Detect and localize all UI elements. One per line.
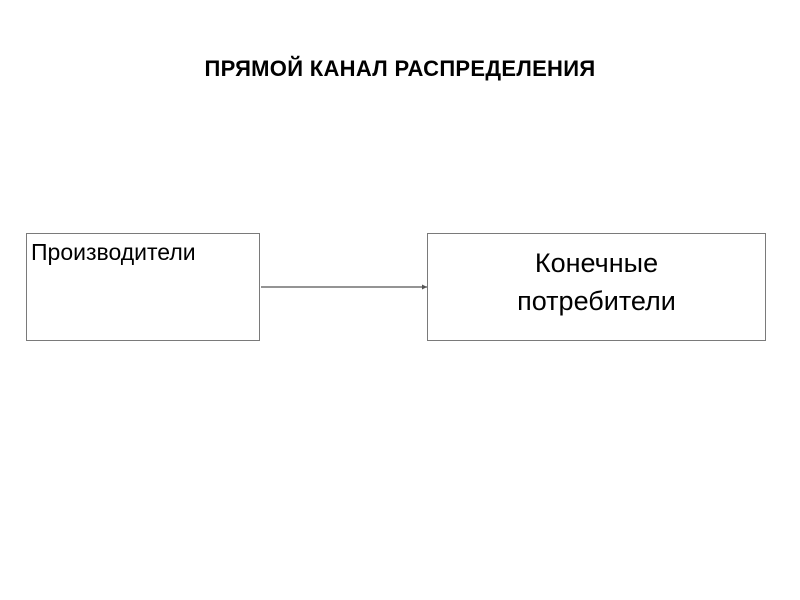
diagram-title: ПРЯМОЙ КАНАЛ РАСПРЕДЕЛЕНИЯ xyxy=(204,56,596,81)
consumers-label-line2: потребители xyxy=(517,286,676,316)
consumers-node: Конечные потребители xyxy=(427,233,766,341)
producers-label: Производители xyxy=(31,239,196,265)
consumers-label-line1: Конечные xyxy=(534,248,659,278)
producers-node: Производители xyxy=(26,233,260,341)
consumers-label: Конечные потребители xyxy=(428,244,765,320)
